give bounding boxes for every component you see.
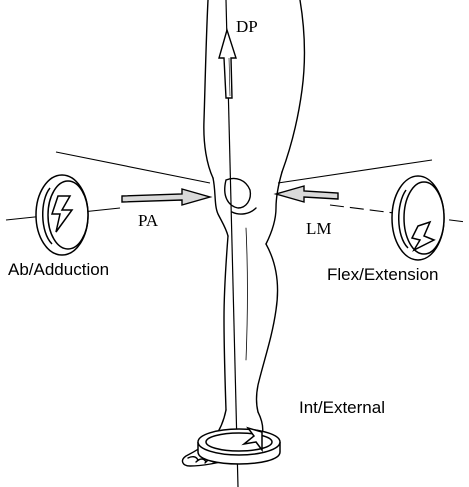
pa-arrow: [122, 189, 210, 205]
flex-extension-ring: [392, 176, 444, 260]
lm-label: LM: [306, 219, 332, 238]
lm-arrow: [276, 186, 338, 202]
leg-outline: [183, 0, 305, 466]
flex-extension-label: Flex/Extension: [327, 265, 439, 284]
ab-adduction-label: Ab/Adduction: [8, 260, 109, 279]
dp-arrow: [219, 30, 236, 98]
dp-label: DP: [236, 17, 258, 36]
ab-adduction-ring: [36, 175, 88, 255]
int-external-ring: [198, 428, 280, 464]
pa-label: PA: [138, 211, 159, 230]
int-external-label: Int/External: [299, 398, 385, 417]
